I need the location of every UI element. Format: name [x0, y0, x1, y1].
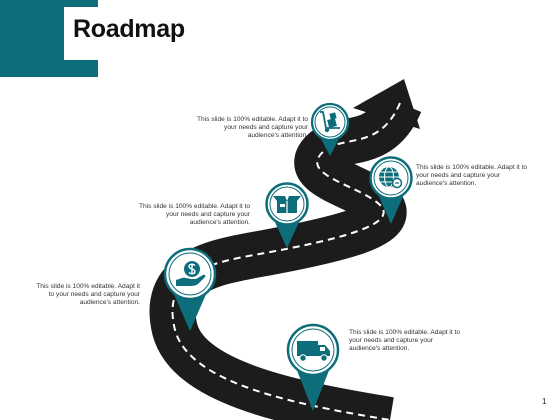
milestone-caption-4: This slide is 100% editable. Adapt it to…	[416, 164, 528, 188]
globe-icon	[379, 166, 403, 189]
delivery-truck-icon	[297, 341, 330, 362]
open-box-icon	[273, 196, 301, 213]
milestone-marker-2	[163, 247, 217, 331]
milestone-marker-5	[310, 102, 350, 156]
money-hand-icon	[176, 261, 206, 286]
milestone-caption-5: This slide is 100% editable. Adapt it to…	[196, 116, 308, 140]
milestone-caption-1: This slide is 100% editable. Adapt it to…	[349, 329, 461, 353]
milestone-caption-2: This slide is 100% editable. Adapt it to…	[36, 283, 140, 307]
milestone-caption-3: This slide is 100% editable. Adapt it to…	[138, 203, 250, 227]
milestone-marker-3	[265, 182, 309, 248]
milestone-marker-1	[286, 323, 340, 411]
page-number: 1	[542, 397, 547, 406]
slide-title: Roadmap	[73, 15, 185, 43]
hand-truck-icon	[320, 111, 340, 133]
milestone-marker-4	[369, 156, 413, 224]
road-arrow-head	[353, 79, 420, 129]
title-box	[64, 7, 200, 60]
road-lane-markings	[171, 102, 401, 420]
